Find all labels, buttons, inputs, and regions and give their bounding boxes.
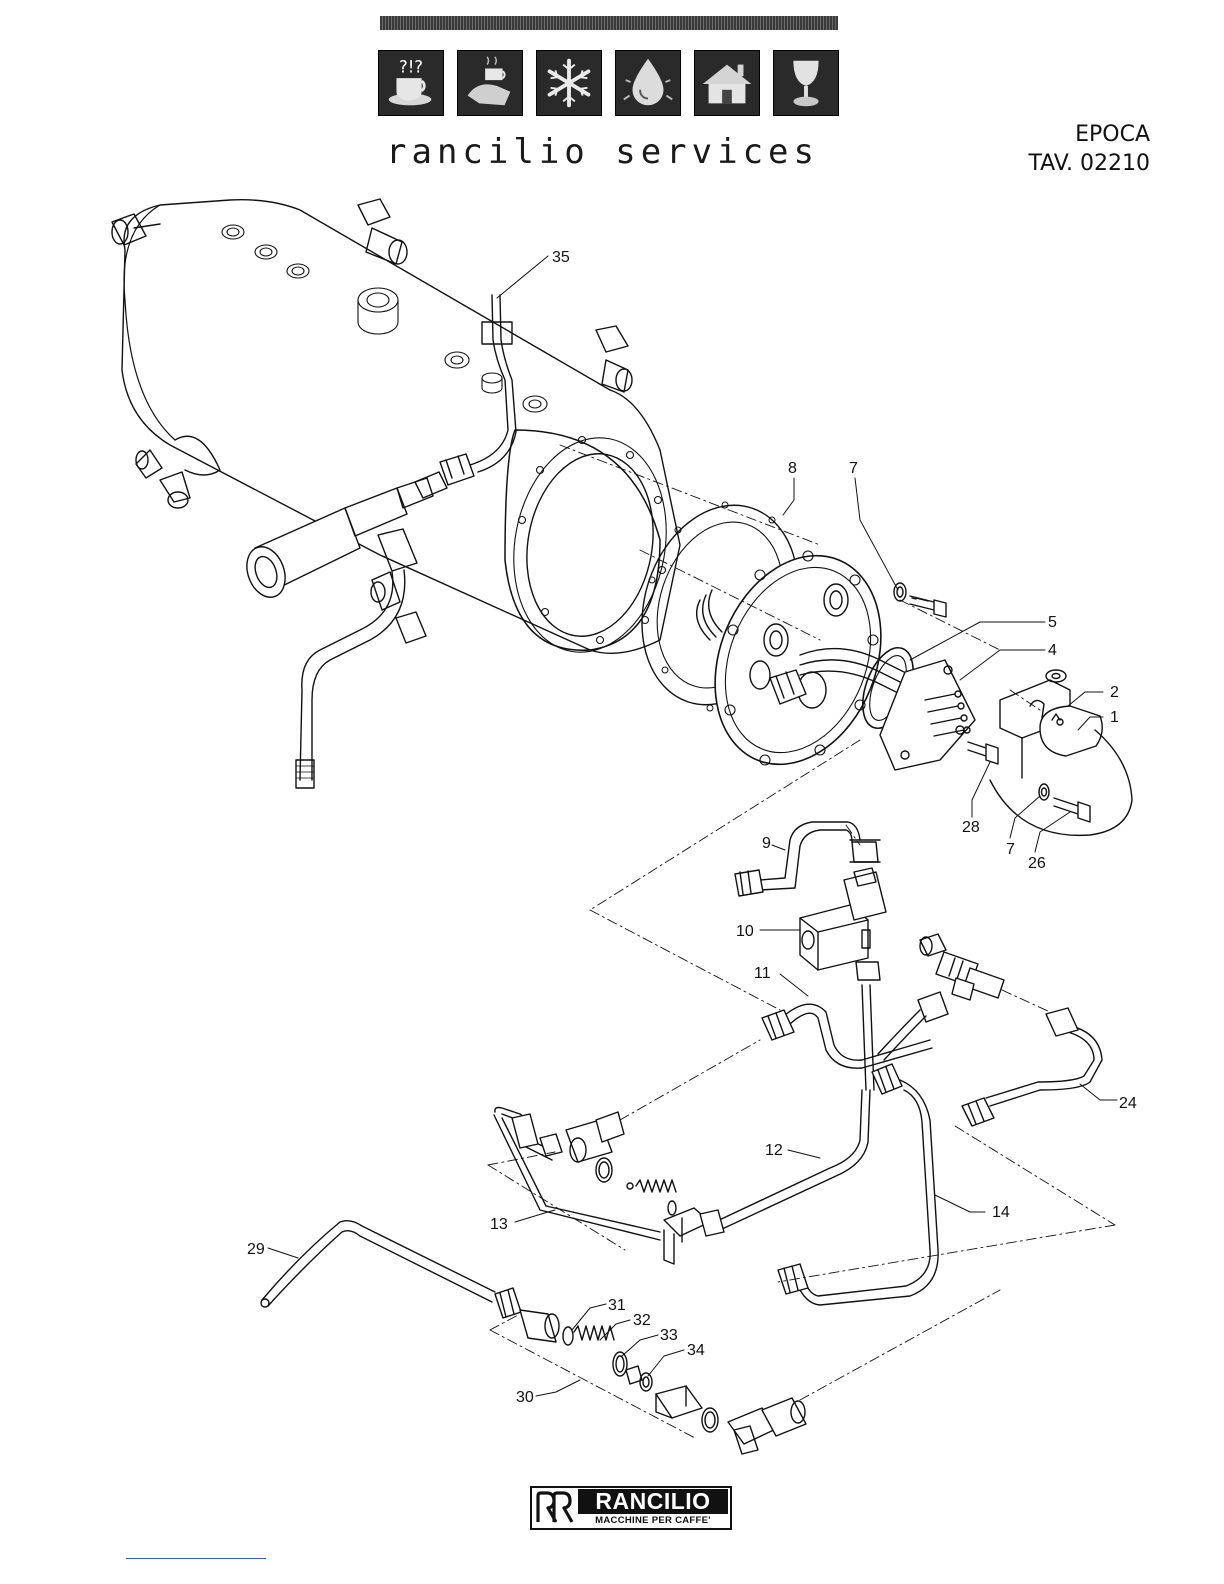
logo-name: RANCILIO bbox=[578, 1489, 728, 1514]
callout-11: 11 bbox=[754, 965, 771, 982]
callout-7-bottom: 7 bbox=[1006, 841, 1015, 858]
callout-34: 34 bbox=[687, 1342, 705, 1359]
callout-7-top: 7 bbox=[849, 460, 858, 477]
callout-9: 9 bbox=[762, 835, 771, 852]
callout-29: 29 bbox=[247, 1241, 265, 1258]
callout-31: 31 bbox=[608, 1297, 626, 1314]
callout-33: 33 bbox=[660, 1327, 678, 1344]
element-plate-4 bbox=[880, 660, 975, 770]
callout-1: 1 bbox=[1110, 709, 1119, 726]
pipe-29 bbox=[261, 1221, 495, 1307]
pipe-24 bbox=[962, 1008, 1102, 1126]
callout-4: 4 bbox=[1048, 642, 1057, 659]
callout-5: 5 bbox=[1048, 614, 1057, 631]
callout-10: 10 bbox=[736, 923, 754, 940]
rancilio-mark-icon bbox=[534, 1490, 574, 1526]
tee-fitting bbox=[920, 934, 1004, 1000]
boiler-body bbox=[112, 199, 683, 788]
screw-28 bbox=[968, 742, 998, 764]
solenoid-valve-10 bbox=[800, 868, 886, 980]
bolt-7-bottom bbox=[1039, 784, 1049, 800]
callout-26: 26 bbox=[1028, 855, 1046, 872]
callout-24: 24 bbox=[1119, 1095, 1137, 1112]
callout-12: 12 bbox=[765, 1142, 783, 1159]
logo-tagline: MACCHINE PER CAFFE' bbox=[578, 1515, 728, 1526]
callout-28: 28 bbox=[962, 819, 980, 836]
screw-26 bbox=[1054, 798, 1090, 822]
callout-2: 2 bbox=[1110, 684, 1119, 701]
callout-13: 13 bbox=[490, 1216, 508, 1233]
footer-link-rule bbox=[126, 1558, 266, 1559]
callout-14: 14 bbox=[992, 1204, 1010, 1221]
callout-30: 30 bbox=[516, 1389, 534, 1406]
rancilio-logo: RANCILIO MACCHINE PER CAFFE' bbox=[530, 1486, 732, 1530]
callout-32: 32 bbox=[633, 1312, 651, 1329]
pipe-11 bbox=[762, 985, 948, 1090]
callout-35: 35 bbox=[552, 249, 570, 266]
callout-8: 8 bbox=[788, 460, 797, 477]
pipe-12 bbox=[715, 1090, 870, 1230]
bolt-7-top bbox=[894, 583, 946, 617]
